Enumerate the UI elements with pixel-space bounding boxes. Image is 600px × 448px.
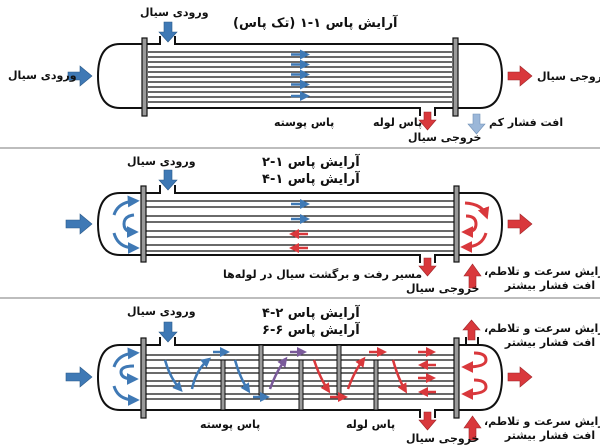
outlet-arrow-bottom (418, 411, 437, 431)
tube-flow-arrows (291, 49, 310, 101)
outlet-arrow-right (507, 65, 533, 87)
panel1-tube-pass-label: پاس لوله (373, 116, 423, 129)
outlet-arrow-bottom (418, 111, 437, 131)
panel3-exchanger (65, 319, 533, 441)
right-head-flow-arrows (460, 201, 490, 253)
right-head (455, 43, 504, 109)
panel2-shell-inlet-label: ورودی سیال (127, 155, 196, 168)
left-head (96, 43, 145, 109)
shell-bottom (145, 107, 455, 116)
shell-top (143, 337, 479, 346)
shell-top (143, 185, 457, 194)
higher-pressure-drop-arrow-top (462, 319, 481, 341)
panel2-tube-path-note: مسیر رفت و برگشت سیال در لوله‌ها (223, 268, 423, 281)
panel2-title-line2: آرایش پاس ۱-۴ (262, 172, 360, 187)
tube-flow-arrows-right (418, 347, 436, 397)
tube-flow-arrows-return (289, 229, 308, 253)
panel2-effect-label: افزایش سرعت و تلاطم، افت فشار بیشتر (484, 265, 600, 293)
inlet-arrow-left (67, 65, 93, 87)
tubesheet-right (453, 337, 460, 419)
panel1-title: آرایش پاس ۱-۱ (تک پاس) (233, 16, 398, 31)
panel1-shell-pass-label: پاس پوسته (274, 116, 335, 129)
panel2-exchanger (65, 169, 533, 289)
tube-flow-arrows-forward (291, 199, 310, 224)
left-head-flow-arrows (112, 195, 140, 254)
inlet-arrow-left (65, 213, 93, 235)
panel3-title-line1: آرایش پاس ۲-۴ (262, 306, 360, 321)
panel3-effect-top-label: افزایش سرعت و تلاطم، افت فشار بیشتر (484, 322, 600, 350)
panel1-shell-inlet-label: ورودی سیال (140, 6, 209, 19)
panel3-shell-pass-label: پاس پوسته (200, 418, 261, 431)
tubesheet-left (141, 37, 148, 117)
tubesheet-left (140, 337, 147, 419)
inlet-arrow-left (65, 366, 93, 388)
tubesheet-left (140, 185, 147, 263)
higher-pressure-drop-arrow (463, 263, 482, 289)
shell-flow-purple (268, 347, 307, 390)
right-head (457, 192, 504, 256)
panel3-effect-bottom-line1: افزایش سرعت و تلاطم، (484, 415, 600, 428)
right-head (457, 344, 504, 411)
panel2-effect-line1: افزایش سرعت و تلاطم، (484, 265, 600, 278)
outlet-arrow-bottom (418, 257, 437, 277)
inlet-arrow-top (158, 21, 178, 43)
right-head-flow-arrows (461, 351, 488, 400)
shell-bottom (143, 409, 457, 418)
panel1-exchanger (67, 21, 533, 135)
panel1-tube-outlet-label: خروجی سیال (537, 70, 600, 83)
tube-bundle (148, 51, 452, 103)
panel1-pressure-drop-label: افت فشار کم (489, 116, 564, 129)
panel3-effect-top-line2: افت فشار بیشتر (504, 336, 596, 349)
panel1-shell-outlet-label: خروجی سیال (408, 131, 482, 144)
inlet-arrow-top (158, 169, 178, 191)
panel2-title-line1: آرایش پاس ۱-۲ (262, 155, 360, 170)
panel3-effect-bottom-label: افزایش سرعت و تلاطم، افت فشار بیشتر (484, 415, 600, 443)
panel3-tube-pass-label: پاس لوله (346, 418, 396, 431)
panel3-effect-top-line1: افزایش سرعت و تلاطم، (484, 322, 600, 335)
left-head (96, 192, 143, 256)
left-head (96, 344, 143, 411)
panel3-shell-outlet-label: خروجی سیال (406, 432, 480, 445)
shell-flow-red (312, 347, 408, 402)
outlet-arrow-right (507, 213, 533, 235)
higher-pressure-drop-arrow-bottom (463, 415, 482, 441)
low-pressure-drop-arrow (467, 113, 486, 135)
left-head-flow-arrows (112, 347, 140, 406)
panel2-effect-line2: افت فشار بیشتر (504, 279, 596, 292)
panel3-shell-inlet-label: ورودی سیال (127, 305, 196, 318)
tubesheet-right (452, 37, 459, 117)
tube-bundle (145, 200, 455, 252)
shell-bottom (143, 254, 457, 263)
shell-top (145, 36, 455, 45)
panel3-title-line2: آرایش پاس ۶-۶ (262, 323, 360, 338)
tubesheet-right (453, 185, 460, 263)
panel2-shell-outlet-label: خروجی سیال (406, 282, 480, 295)
inlet-arrow-top (158, 321, 178, 343)
panel3-effect-bottom-line2: افت فشار بیشتر (504, 429, 596, 442)
panel1-tube-inlet-label: ورودی سیال (8, 69, 77, 82)
shell-flow-blue (163, 347, 270, 402)
outlet-arrow-right (507, 366, 533, 388)
